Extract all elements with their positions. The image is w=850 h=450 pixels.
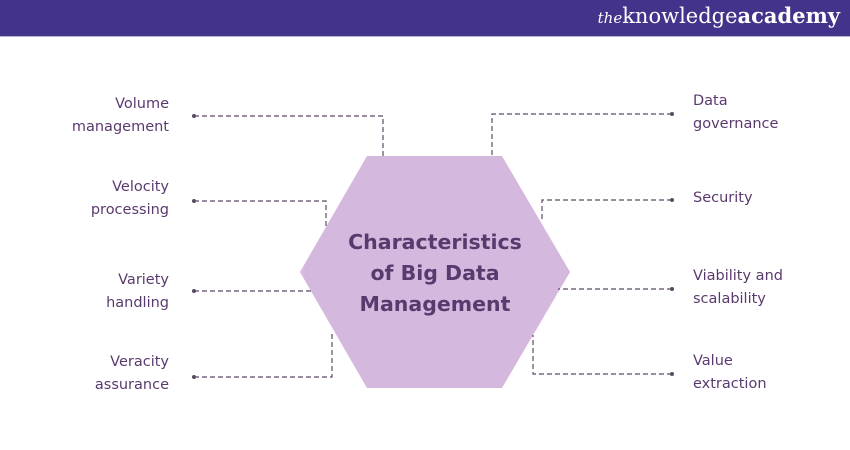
center-title-line3: Management (359, 292, 511, 316)
label-viability-scalability: Viability and scalability (693, 265, 850, 311)
label-veracity-assurance: Veracity assurance (9, 351, 169, 397)
label-volume-management: Volume management (9, 93, 169, 139)
label-data-governance: Data governance (693, 90, 850, 136)
connector-velocity (194, 200, 327, 226)
label-line: management (71, 119, 169, 135)
connector-veracity (194, 332, 333, 378)
dot-viability (670, 287, 674, 291)
connector-governance (491, 113, 672, 156)
label-line: extraction (693, 376, 767, 392)
connector-value (532, 335, 672, 375)
dot-volume (192, 114, 196, 118)
connector-security (541, 199, 672, 222)
header-bar: theknowledgeacademy (0, 0, 850, 37)
dot-security (670, 198, 674, 202)
brand-logo: theknowledgeacademy (598, 3, 840, 28)
label-value-extraction: Value extraction (693, 350, 850, 396)
label-line: Variety (118, 272, 169, 288)
label-line: assurance (94, 377, 169, 393)
center-hexagon (300, 156, 570, 388)
label-line: governance (693, 116, 779, 132)
dot-governance (670, 112, 674, 116)
logo-suffix: academy (737, 3, 840, 28)
label-security: Security (693, 187, 850, 210)
center-title-line1: Characteristics (348, 230, 522, 254)
dot-velocity (192, 199, 196, 203)
label-line: Veracity (110, 354, 169, 370)
center-title: Characteristics of Big Data Management (320, 227, 550, 320)
dot-value (670, 372, 674, 376)
label-variety-handling: Variety handling (9, 269, 169, 315)
connectors (194, 113, 672, 378)
dot-veracity (192, 375, 196, 379)
dot-variety (192, 289, 196, 293)
label-line: scalability (693, 291, 766, 307)
label-line: Viability and (693, 268, 783, 284)
label-line: processing (90, 202, 169, 218)
label-line: Velocity (112, 179, 169, 195)
connector-dots (192, 112, 674, 379)
label-velocity-processing: Velocity processing (9, 176, 169, 222)
label-line: handling (106, 295, 169, 311)
label-line: Data (693, 93, 728, 109)
connector-volume (194, 115, 384, 156)
label-line: Security (693, 190, 753, 206)
logo-prefix: the (597, 9, 623, 27)
label-line: Value (693, 353, 733, 369)
center-title-line2: of Big Data (370, 261, 500, 285)
label-line: Volume (115, 96, 169, 112)
logo-main: knowledge (622, 4, 738, 28)
